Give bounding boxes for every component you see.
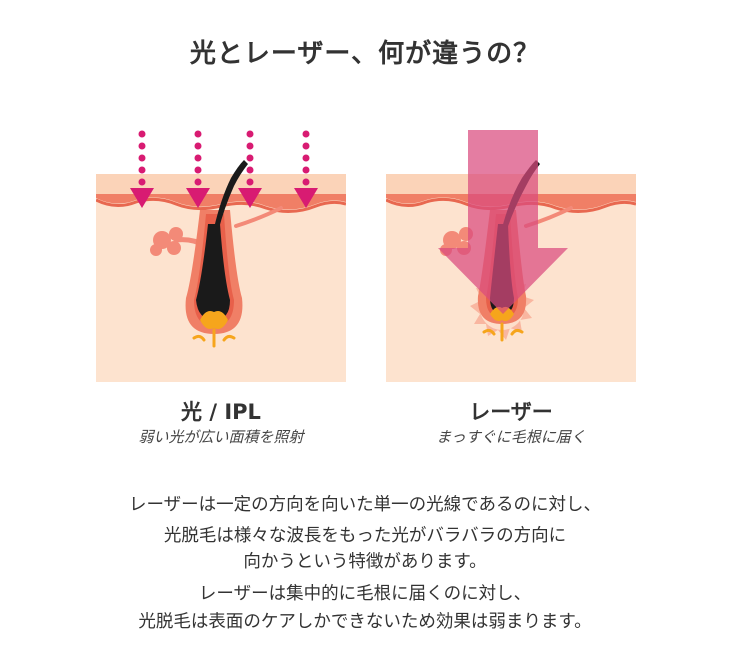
description-line-4: レーザーは集中的に毛根に届くのに対し、 <box>198 584 532 604</box>
description-line-3: 向かうという特徴があります。 <box>243 552 487 572</box>
description-line-5: 光脱毛は表面のケアしかできないため効果は弱まります。 <box>138 612 592 632</box>
laser-subtitle: まっすぐに毛根に届く <box>436 428 586 446</box>
ipl-title: 光 / IPL <box>181 400 261 424</box>
page-title: 光とレーザー、何が違うの？ <box>189 39 541 69</box>
ipl-subtitle: 弱い光が広い面積を照射 <box>138 428 304 446</box>
laser-illustration-icon <box>386 130 636 382</box>
ipl-illustration <box>96 128 346 382</box>
laser-illustration <box>386 128 636 382</box>
laser-title: レーザー <box>469 400 553 424</box>
description-line-2: 光脱毛は様々な波長をもった光がバラバラの方向に <box>163 526 567 546</box>
ipl-illustration-icon <box>96 130 346 382</box>
description-line-1: レーザーは一定の方向を向いた単一の光線であるのに対し、 <box>129 495 601 515</box>
